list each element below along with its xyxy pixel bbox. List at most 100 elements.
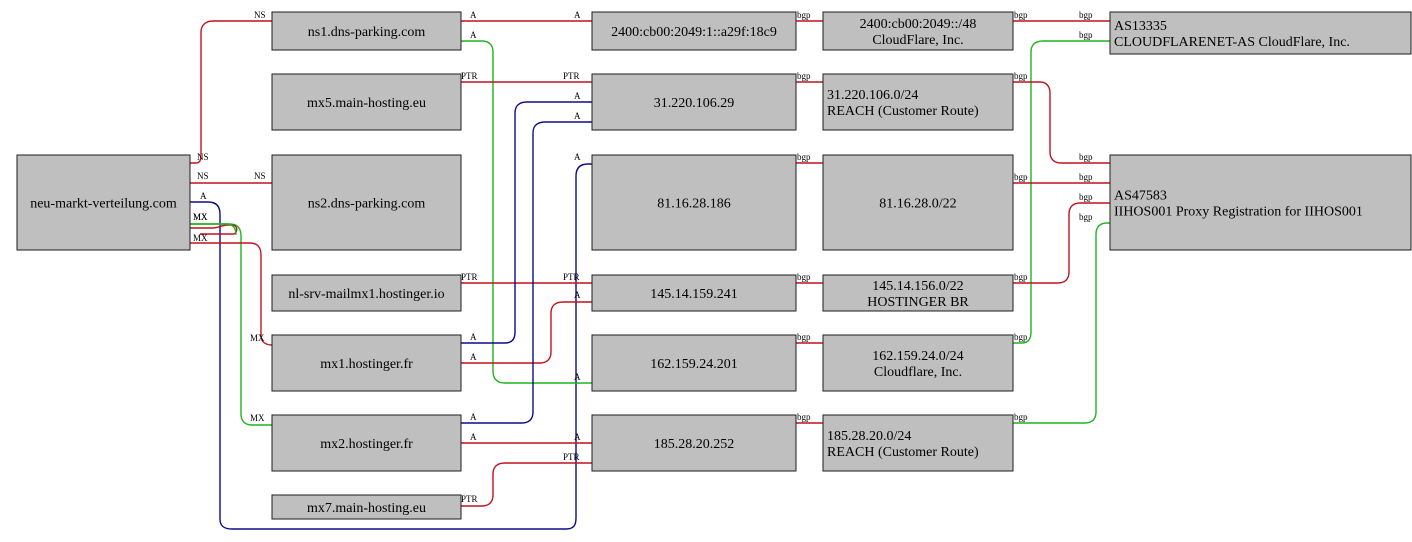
svg-text:A: A bbox=[470, 432, 477, 442]
edge-domain-mx2: MX MX bbox=[190, 212, 272, 426]
node-mx1: mx1.hostinger.fr bbox=[271, 334, 462, 392]
svg-text:A: A bbox=[200, 191, 207, 201]
node-ns1: ns1.dns-parking.com bbox=[271, 11, 462, 51]
node-pfx162-label: Cloudflare, Inc. bbox=[874, 365, 962, 380]
nodes-layer: neu-markt-verteilung.com ns1.dns-parking.… bbox=[16, 11, 1412, 520]
node-pfx185-label: REACH (Customer Route) bbox=[827, 445, 979, 460]
svg-text:bgp: bgp bbox=[1079, 172, 1093, 182]
svg-text:NS: NS bbox=[197, 152, 209, 162]
edge-ip162-pfx162: bgp bbox=[796, 332, 823, 344]
svg-text:A: A bbox=[470, 332, 477, 342]
edge-mx5-ip31: PTR PTR bbox=[461, 71, 592, 83]
node-mx1-label: mx1.hostinger.fr bbox=[320, 357, 413, 372]
node-ip185-box bbox=[591, 414, 797, 472]
svg-text:PTR: PTR bbox=[461, 71, 478, 81]
edge-pfx81-as47583: bgp bgp bbox=[1013, 172, 1110, 184]
node-ip81-label: 81.16.28.186 bbox=[657, 197, 731, 212]
node-domain-label: neu-markt-verteilung.com bbox=[30, 197, 177, 212]
node-pfx145-label: HOSTINGER BR bbox=[867, 295, 969, 310]
svg-text:A: A bbox=[574, 91, 581, 101]
edge-mx2-ip31: A A bbox=[461, 111, 592, 424]
node-ip31-box bbox=[591, 73, 797, 131]
svg-text:MX: MX bbox=[250, 413, 265, 423]
node-ns2-label: ns2.dns-parking.com bbox=[308, 197, 426, 212]
node-ip145: 145.14.159.241 bbox=[591, 274, 797, 312]
svg-text:PTR: PTR bbox=[563, 71, 580, 81]
svg-text:bgp: bgp bbox=[1014, 71, 1028, 81]
node-mx2: mx2.hostinger.fr bbox=[271, 414, 462, 472]
svg-text:A: A bbox=[470, 352, 477, 362]
edge-domain-ns1: NS NS bbox=[190, 10, 272, 164]
edge-ns1-ip6: A A bbox=[461, 10, 592, 22]
node-pfx162-label: 162.159.24.0/24 bbox=[872, 349, 963, 364]
node-pfx6-box bbox=[822, 11, 1014, 51]
edge-domain-ip81: A A bbox=[190, 152, 592, 530]
node-pfx81: 81.16.28.0/22 bbox=[822, 154, 1014, 251]
node-ns2: ns2.dns-parking.com bbox=[271, 154, 462, 251]
edge-pfx145-as47583: bgp bgp bbox=[1013, 192, 1110, 284]
node-pfx185-box bbox=[822, 414, 1014, 472]
node-ip145-label: 145.14.159.241 bbox=[650, 287, 738, 302]
svg-text:MX: MX bbox=[193, 233, 208, 243]
svg-text:bgp: bgp bbox=[1014, 412, 1028, 422]
node-pfx81-label: 81.16.28.0/22 bbox=[879, 197, 956, 212]
node-pfx6-label: 2400:cb00:2049::/48 bbox=[860, 17, 977, 32]
edge-pfx162-as13335: bgp bgp bbox=[1013, 30, 1110, 344]
edge-mx2-ip185: A A bbox=[461, 432, 592, 444]
svg-text:A: A bbox=[574, 372, 581, 382]
node-as13335-label: AS13335 bbox=[1114, 19, 1167, 34]
node-pfx31-label: 31.220.106.0/24 bbox=[827, 88, 918, 103]
node-ip6-box bbox=[591, 11, 797, 51]
node-ip31-label: 31.220.106.29 bbox=[654, 96, 735, 111]
svg-text:bgp: bgp bbox=[797, 272, 811, 282]
svg-text:bgp: bgp bbox=[1014, 10, 1028, 20]
node-ip185-label: 185.28.20.252 bbox=[654, 437, 735, 452]
node-ip81: 81.16.28.186 bbox=[591, 154, 797, 251]
edge-ip6-pfx6: bgp bbox=[796, 10, 823, 22]
svg-text:MX: MX bbox=[193, 212, 208, 222]
svg-text:NS: NS bbox=[197, 171, 209, 181]
svg-text:bgp: bgp bbox=[1079, 152, 1093, 162]
svg-text:bgp: bgp bbox=[797, 10, 811, 20]
svg-text:bgp: bgp bbox=[1014, 272, 1028, 282]
node-pfx31-label: REACH (Customer Route) bbox=[827, 104, 979, 119]
edge-domain-ns2: NS NS bbox=[190, 171, 272, 184]
node-pfx185-label: 185.28.20.0/24 bbox=[827, 429, 911, 444]
node-ns1-label: ns1.dns-parking.com bbox=[308, 25, 426, 40]
svg-text:PTR: PTR bbox=[461, 272, 478, 282]
svg-text:MX: MX bbox=[193, 212, 208, 222]
edge-nlsrv-ip145: PTR PTR bbox=[461, 272, 592, 284]
edge-ip145-pfx145: bgp bbox=[796, 272, 823, 284]
node-ip162-box bbox=[591, 334, 797, 392]
edge-domain-mx5: MX bbox=[190, 212, 238, 235]
node-ip185: 185.28.20.252 bbox=[591, 414, 797, 472]
node-pfx31-box bbox=[822, 73, 1014, 131]
svg-text:bgp: bgp bbox=[1014, 332, 1028, 342]
node-pfx162-box bbox=[822, 334, 1014, 392]
svg-text:bgp: bgp bbox=[797, 412, 811, 422]
svg-text:MX: MX bbox=[250, 333, 265, 343]
edge-ip81-pfx81: bgp bbox=[796, 152, 823, 164]
node-pfx145-box bbox=[822, 274, 1014, 312]
node-mx5-label: mx5.main-hosting.eu bbox=[307, 96, 426, 111]
node-nlsrv-label: nl-srv-mailmx1.hostinger.io bbox=[288, 287, 444, 302]
svg-text:bgp: bgp bbox=[1079, 212, 1093, 222]
node-ip162: 162.159.24.201 bbox=[591, 334, 797, 392]
node-as47583-label: AS47583 bbox=[1114, 189, 1167, 204]
node-ip6-label: 2400:cb00:2049:1::a29f:18c9 bbox=[611, 25, 777, 40]
node-pfx145-label: 145.14.156.0/22 bbox=[872, 279, 963, 294]
svg-text:bgp: bgp bbox=[1079, 10, 1093, 20]
svg-text:A: A bbox=[574, 111, 581, 121]
svg-text:bgp: bgp bbox=[797, 332, 811, 342]
node-ns1-box bbox=[271, 11, 462, 51]
edge-ip31-pfx31: bgp bbox=[796, 71, 823, 83]
node-pfx6-label: CloudFlare, Inc. bbox=[872, 33, 963, 48]
node-mx7-box bbox=[271, 494, 462, 520]
edge-pfx185-as47583: bgp bgp bbox=[1013, 212, 1110, 424]
edge-mx1-ip31-a: A A bbox=[461, 91, 592, 344]
